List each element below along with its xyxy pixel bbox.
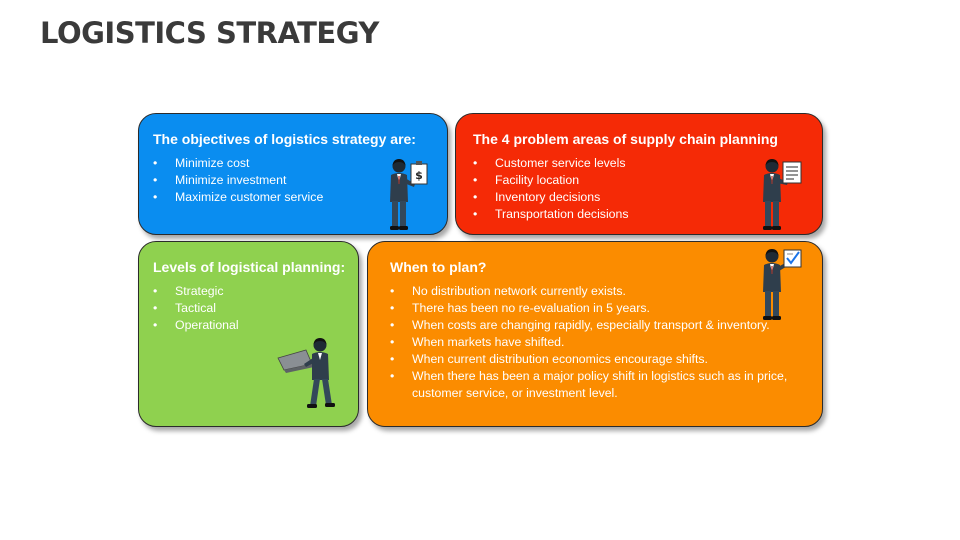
objectives-heading: The objectives of logistics strategy are…	[153, 131, 416, 147]
list-item: Tactical	[153, 300, 239, 317]
list-item: Transportation decisions	[473, 206, 629, 223]
list-item: Minimize cost	[153, 155, 323, 172]
levels-list: Strategic Tactical Operational	[153, 283, 239, 334]
businessman-document-icon	[763, 159, 802, 230]
businessman-laptop-icon	[277, 338, 335, 408]
objectives-list: Minimize cost Minimize investment Maximi…	[153, 155, 323, 206]
list-item: When markets have shifted.	[390, 334, 787, 351]
list-item: No distribution network currently exists…	[390, 283, 787, 300]
list-item: Customer service levels	[473, 155, 629, 172]
list-item: Inventory decisions	[473, 189, 629, 206]
list-item: When there has been a major policy shift…	[390, 368, 787, 385]
businessman-dollar-sign-icon: $	[390, 159, 428, 230]
list-item: Strategic	[153, 283, 239, 300]
businessman-checklist-icon	[763, 249, 802, 320]
list-item: When current distribution economics enco…	[390, 351, 787, 368]
list-item-continuation: customer service, or investment level.	[412, 386, 618, 400]
problems-list: Customer service levels Facility locatio…	[473, 155, 629, 223]
problems-heading: The 4 problem areas of supply chain plan…	[473, 131, 778, 147]
svg-text:$: $	[415, 169, 423, 182]
list-item: Maximize customer service	[153, 189, 323, 206]
list-item: When costs are changing rapidly, especia…	[390, 317, 787, 334]
when-to-plan-card: When to plan? No distribution network cu…	[367, 241, 823, 427]
levels-heading: Levels of logistical planning:	[153, 259, 346, 275]
list-item: Minimize investment	[153, 172, 323, 189]
list-item: Operational	[153, 317, 239, 334]
list-item: There has been no re-evaluation in 5 yea…	[390, 300, 787, 317]
list-item: Facility location	[473, 172, 629, 189]
list-item-continued: customer service, or investment level.	[390, 385, 787, 402]
levels-card: Levels of logistical planning: Strategic…	[138, 241, 359, 427]
objectives-card: The objectives of logistics strategy are…	[138, 113, 448, 235]
when-heading: When to plan?	[390, 259, 487, 275]
slide-title: LOGISTICS STRATEGY	[40, 16, 379, 50]
when-list: No distribution network currently exists…	[390, 283, 787, 402]
problems-card: The 4 problem areas of supply chain plan…	[455, 113, 823, 235]
